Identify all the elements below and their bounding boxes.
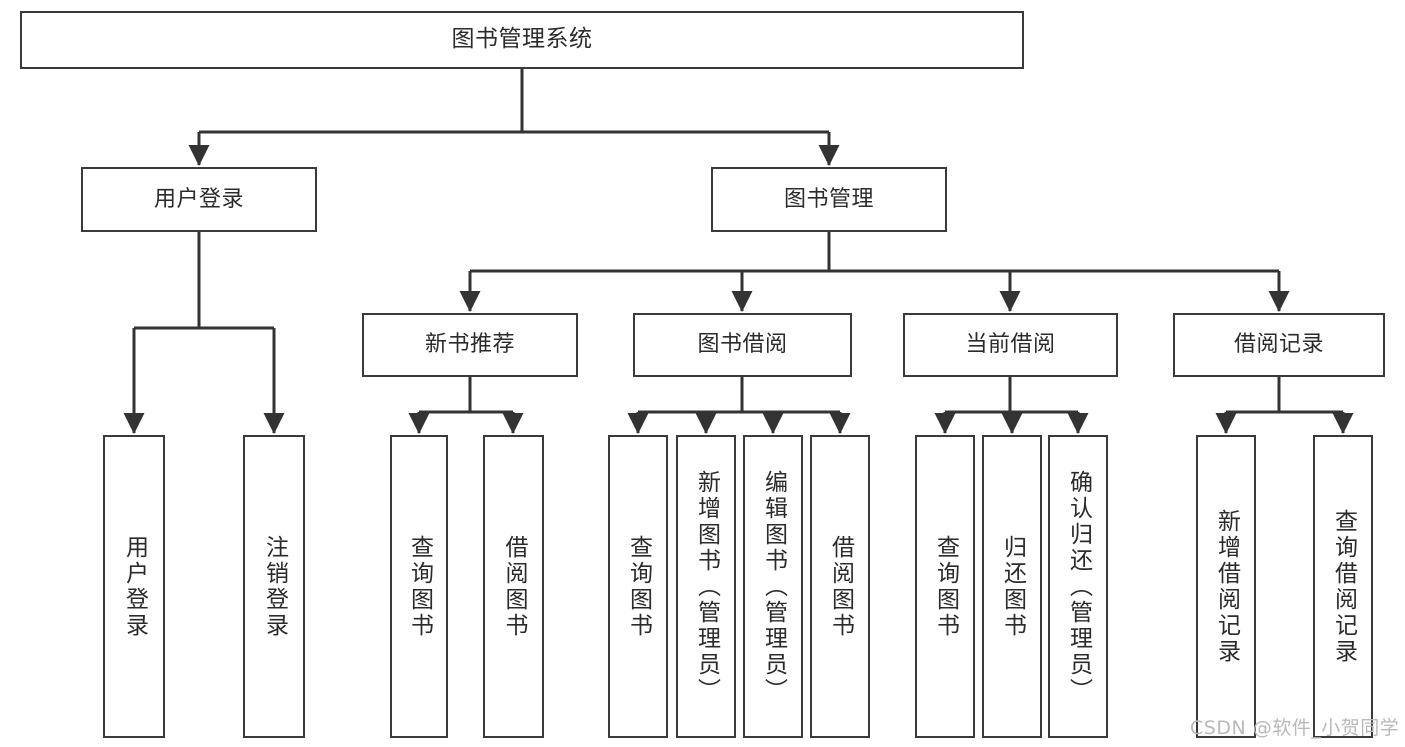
node-root-label: 图书管理系统	[451, 26, 593, 53]
node-borrow-record-label: 借阅记录	[1233, 332, 1324, 358]
node-book-management-label: 图书管理	[783, 186, 874, 212]
node-leaf-query-book-1-label: 查询图书	[406, 534, 433, 639]
node-leaf-query-borrow-record-label: 查询借阅记录	[1330, 508, 1357, 665]
node-leaf-user-login-label: 用户登录	[121, 534, 148, 639]
node-leaf-query-book-2-label: 查询图书	[625, 534, 652, 639]
node-leaf-add-book-admin-label: 新增图书（管理员）	[693, 469, 720, 704]
node-leaf-query-book-2[interactable]: 查询图书	[608, 435, 668, 738]
node-leaf-query-borrow-record[interactable]: 查询借阅记录	[1313, 435, 1373, 738]
node-leaf-user-logout[interactable]: 注销登录	[243, 435, 305, 738]
node-leaf-add-book-admin[interactable]: 新增图书（管理员）	[676, 435, 736, 738]
node-current-borrow[interactable]: 当前借阅	[903, 313, 1118, 377]
node-leaf-user-logout-label: 注销登录	[261, 534, 288, 639]
node-leaf-borrow-book-1[interactable]: 借阅图书	[483, 435, 544, 738]
node-new-book-recommend-label: 新书推荐	[424, 332, 515, 358]
node-root[interactable]: 图书管理系统	[20, 11, 1024, 69]
node-current-borrow-label: 当前借阅	[965, 332, 1056, 358]
node-new-book-recommend[interactable]: 新书推荐	[362, 313, 578, 377]
node-leaf-return-book[interactable]: 归还图书	[982, 435, 1042, 738]
node-leaf-borrow-book-2-label: 借阅图书	[827, 534, 854, 639]
node-leaf-borrow-book-2[interactable]: 借阅图书	[810, 435, 870, 738]
node-leaf-query-book-1[interactable]: 查询图书	[390, 435, 448, 738]
node-leaf-borrow-book-1-label: 借阅图书	[501, 534, 527, 639]
node-book-borrow[interactable]: 图书借阅	[633, 313, 852, 377]
node-book-management[interactable]: 图书管理	[711, 167, 947, 232]
node-leaf-return-book-label: 归还图书	[999, 534, 1026, 639]
node-leaf-user-login[interactable]: 用户登录	[103, 435, 165, 738]
node-leaf-edit-book-admin-label: 编辑图书（管理员）	[760, 469, 787, 704]
node-user-login[interactable]: 用户登录	[81, 167, 317, 232]
node-leaf-query-book-3-label: 查询图书	[932, 534, 959, 639]
node-user-login-label: 用户登录	[153, 186, 244, 212]
node-leaf-confirm-return[interactable]: 确认归还（管理员）	[1048, 435, 1108, 738]
node-leaf-add-borrow-record[interactable]: 新增借阅记录	[1196, 435, 1256, 738]
node-leaf-query-book-3[interactable]: 查询图书	[915, 435, 975, 738]
node-leaf-confirm-return-label: 确认归还（管理员）	[1065, 469, 1092, 704]
node-borrow-record[interactable]: 借阅记录	[1173, 313, 1385, 377]
node-book-borrow-label: 图书借阅	[697, 332, 788, 358]
node-leaf-edit-book-admin[interactable]: 编辑图书（管理员）	[743, 435, 803, 738]
node-leaf-add-borrow-record-label: 新增借阅记录	[1213, 508, 1240, 665]
